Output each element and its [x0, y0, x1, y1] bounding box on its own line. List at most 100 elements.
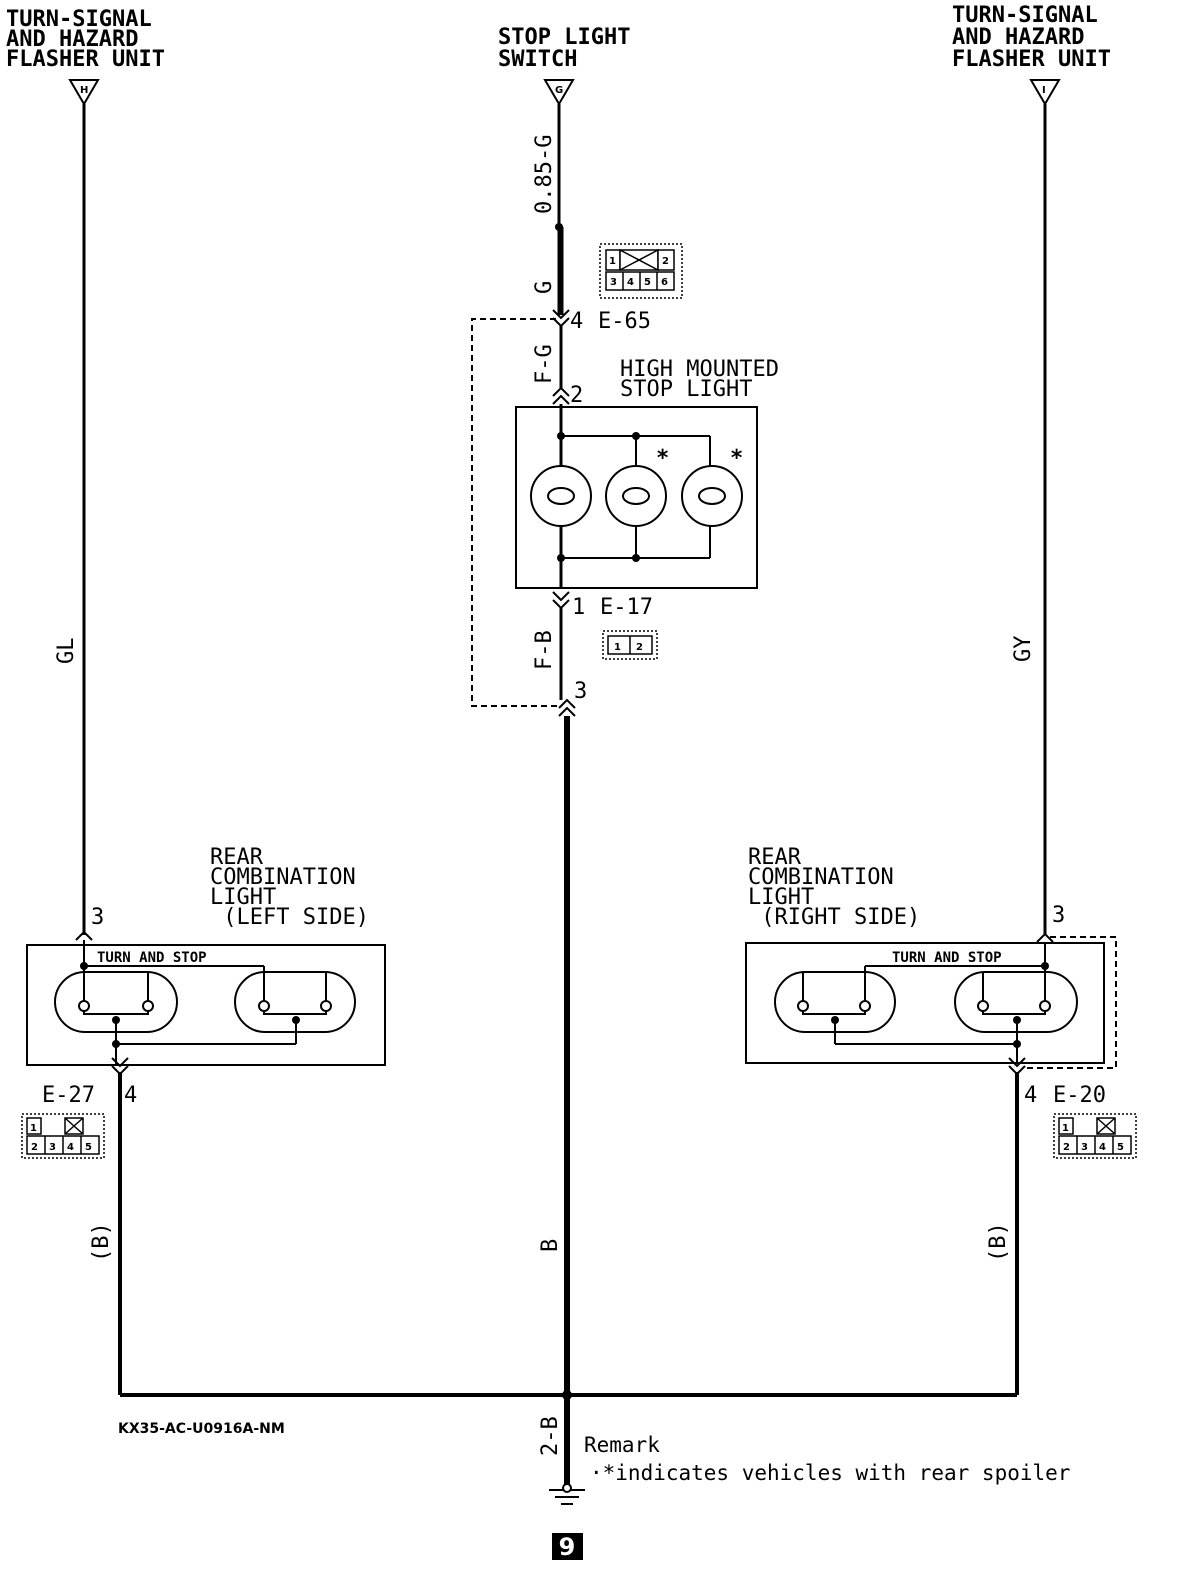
rear-right-junction-a: [1041, 962, 1049, 970]
hmsl-bulb-1: [530, 465, 592, 527]
left-flasher-line-3: FLASHER UNIT: [6, 47, 165, 72]
stop-switch-line-1: STOP LIGHT: [498, 25, 630, 50]
e20-connector-face: 1 2 3 4 5: [1053, 1113, 1137, 1159]
wire-label-085g: 0.85-G: [532, 135, 557, 214]
e65-pin: 4: [570, 309, 583, 334]
e20-pin-label-4: 4: [1099, 1142, 1106, 1153]
e17-pin-label-2: 2: [636, 642, 643, 653]
e27-pin-label-3: 3: [49, 1142, 56, 1153]
wire-label-gy: GY: [1011, 636, 1036, 663]
rear-right-junction-c: [1013, 1016, 1021, 1024]
hmsl-line-1: HIGH MOUNTED: [620, 357, 779, 382]
e27-pin-label-2: 2: [31, 1142, 38, 1153]
right-flasher-line-3: FLASHER UNIT: [952, 47, 1111, 72]
e27-pin-label-4: 4: [67, 1142, 74, 1153]
wire-label-b: B: [538, 1239, 563, 1252]
rear-left-junction-b: [112, 1016, 120, 1024]
rear-left-line-4: (LEFT SIDE): [210, 905, 369, 930]
wire-label-gl: GL: [54, 638, 79, 665]
terminal-g: G: [543, 79, 575, 106]
rear-left-bulb-1: [54, 971, 178, 1033]
left-pin3-arrow: [75, 930, 93, 941]
right-flasher-label: TURN-SIGNAL AND HAZARD FLASHER UNIT: [952, 3, 1111, 72]
right-top-pin: 3: [1052, 903, 1065, 928]
hmsl-junction-c: [557, 554, 565, 562]
join-pin: 3: [574, 679, 587, 704]
e17-connector-face: 1 2: [602, 630, 658, 660]
rear-right-bulb-2: [954, 971, 1078, 1033]
hmsl-bulb-2: [605, 465, 667, 527]
hmsl-junction-d: [632, 554, 640, 562]
rear-right-box: [745, 942, 1105, 1064]
remark-title: Remark: [584, 1433, 660, 1457]
e65-pin-label-3: 3: [610, 277, 617, 288]
hmsl-dashed-shield: [471, 318, 559, 707]
rear-right-bulb-1: [774, 971, 896, 1033]
hmsl-pin2-arrow: [552, 386, 570, 405]
wire-label-2b: 2-B: [538, 1416, 563, 1456]
right-flasher-line-2: AND HAZARD: [952, 25, 1084, 50]
e27-pin: 4: [124, 1083, 137, 1108]
rear-left-label: REAR COMBINATION LIGHT (LEFT SIDE): [210, 845, 369, 930]
e27-connector-arrow: [111, 1057, 129, 1076]
rear-right-line-4: (RIGHT SIDE): [748, 905, 920, 930]
ground-number: 9: [559, 1533, 576, 1561]
hmsl-line-2: STOP LIGHT: [620, 377, 752, 402]
hmsl-star-1: *: [656, 446, 669, 471]
join-pin3-arrow: [558, 698, 576, 717]
terminal-h: H: [68, 79, 100, 106]
hmsl-junction-b: [632, 432, 640, 440]
rear-right-junction-b: [831, 1016, 839, 1024]
hmsl-pin-top: 2: [570, 383, 583, 408]
diagram-code: KX35-AC-U0916A-NM: [118, 1421, 285, 1437]
e65-pin-label-6: 6: [661, 277, 668, 288]
terminal-i-letter: I: [1042, 85, 1046, 96]
wire-label-right-b: (B): [986, 1222, 1011, 1262]
e20-name: E-20: [1053, 1083, 1106, 1108]
rear-left-junction-a: [80, 962, 88, 970]
left-flasher-line-2: AND HAZARD: [6, 27, 138, 52]
hmsl-bulb-3: [681, 465, 743, 527]
left-flasher-label: TURN-SIGNAL AND HAZARD FLASHER UNIT: [6, 7, 165, 72]
e17-name: E-17: [600, 595, 653, 620]
left-flasher-line-1: TURN-SIGNAL: [6, 7, 152, 32]
stop-switch-line-2: SWITCH: [498, 47, 577, 72]
rear-right-junction-d: [1013, 1040, 1021, 1048]
terminal-i: I: [1029, 79, 1061, 106]
e65-connector-face: 1 2 3 4 5 6: [599, 243, 683, 299]
e65-pin-label-1: 1: [609, 256, 616, 267]
e17-connector-arrow: [552, 591, 570, 610]
rear-left-junction-d: [292, 1016, 300, 1024]
e27-pin-label-5: 5: [85, 1142, 92, 1153]
e27-connector-face: 1 2 3 4 5: [21, 1113, 105, 1159]
hmsl-junction-a: [557, 432, 565, 440]
rear-left-bulb-label: TURN AND STOP: [97, 950, 207, 966]
ground-symbol: [549, 1483, 585, 1505]
e20-pin: 4: [1024, 1083, 1037, 1108]
e27-pin-label-1: 1: [30, 1123, 37, 1134]
e65-pin-label-4: 4: [627, 277, 634, 288]
e20-connector-arrow: [1008, 1057, 1026, 1076]
right-pin3-arrow: [1036, 932, 1054, 943]
terminal-g-letter: G: [555, 85, 563, 96]
terminal-h-letter: H: [80, 85, 88, 96]
ground-number-badge: 9: [552, 1533, 583, 1561]
remark-text: ·*indicates vehicles with rear spoiler: [590, 1461, 1070, 1485]
e20-pin-label-5: 5: [1117, 1142, 1124, 1153]
wire-label-left-b: (B): [89, 1222, 114, 1262]
rear-right-line-1: REAR: [748, 845, 802, 870]
e17-pin: 1: [572, 595, 585, 620]
rear-right-line-3: LIGHT: [748, 885, 814, 910]
e20-pin-label-3: 3: [1081, 1142, 1088, 1153]
e27-name: E-27: [42, 1083, 95, 1108]
wire-label-g: G: [532, 281, 557, 294]
right-flasher-line-1: TURN-SIGNAL: [952, 3, 1098, 28]
e20-pin-label-1: 1: [1062, 1123, 1069, 1134]
rear-right-dashed-shield: [1022, 936, 1117, 1069]
rear-right-label: REAR COMBINATION LIGHT (RIGHT SIDE): [748, 845, 920, 930]
hmsl-box: [515, 406, 758, 589]
rear-right-line-2: COMBINATION: [748, 865, 894, 890]
rear-left-line-3: LIGHT: [210, 885, 276, 910]
